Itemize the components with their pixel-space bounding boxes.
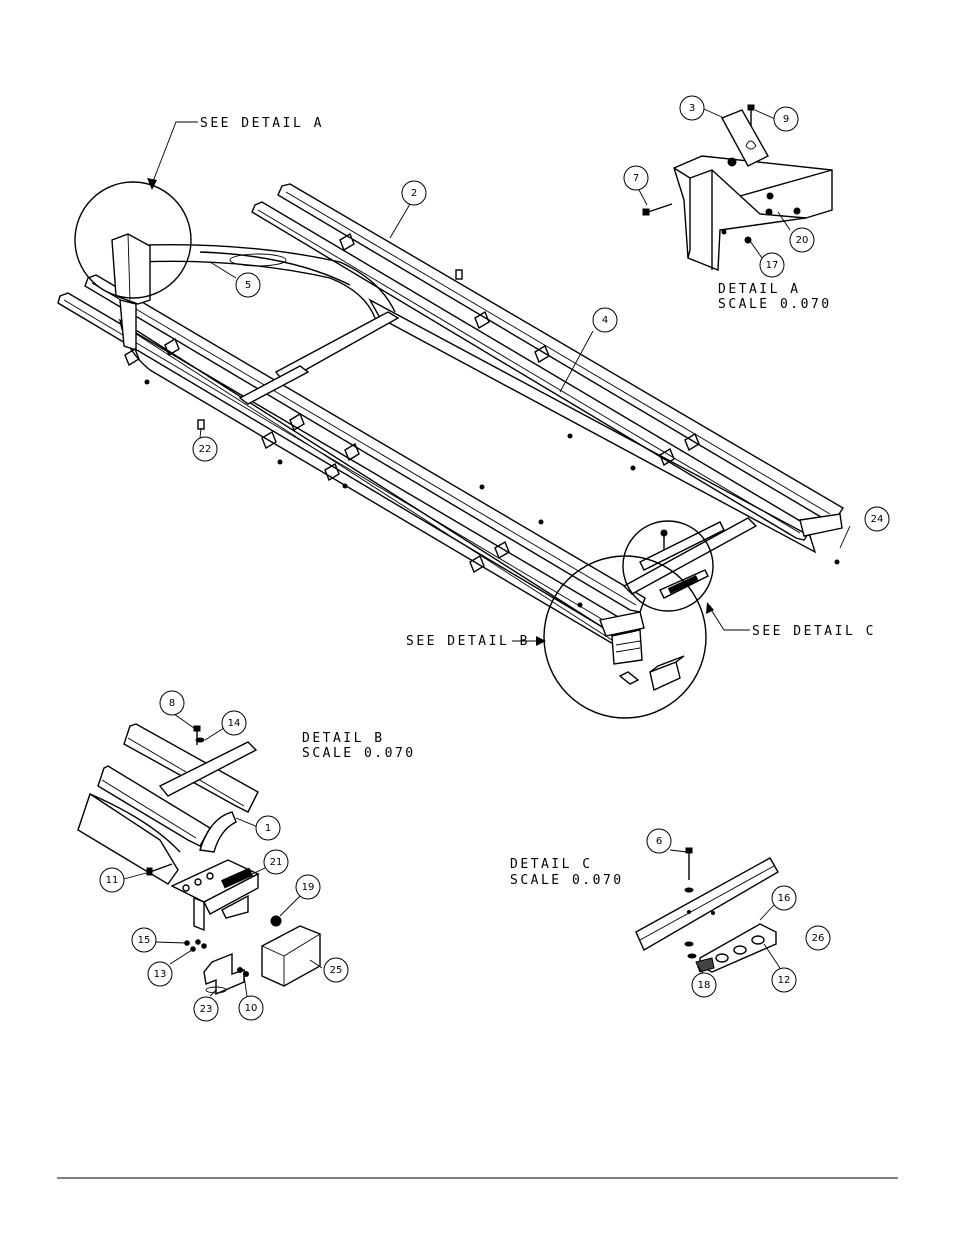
balloon-24: 24 [864,506,890,532]
balloon-23: 23 [193,996,219,1022]
balloon-2: 2 [401,180,427,206]
svg-text:DETAIL A: DETAIL A [718,282,801,297]
detail-c-label: DETAIL C SCALE 0.070 [510,857,624,888]
balloon-20: 20 [789,227,815,253]
svg-text:12: 12 [778,975,791,986]
balloon-22: 22 [192,436,218,462]
balloon-25: 25 [323,957,349,983]
main-frame-assembly [57,183,844,691]
detail-a-circle [74,181,192,299]
svg-text:4: 4 [602,315,608,326]
svg-text:11: 11 [106,875,119,886]
detail-b-label: DETAIL B SCALE 0.070 [302,731,416,761]
balloon-8: 8 [159,690,185,716]
bunk-brackets [124,232,700,574]
balloon-3: 3 [679,95,705,121]
svg-text:19: 19 [302,882,315,893]
svg-text:26: 26 [812,933,825,944]
svg-text:22: 22 [199,444,212,455]
balloon-17: 17 [759,252,785,278]
svg-text:DETAIL B: DETAIL B [302,731,385,746]
balloon-12: 12 [771,967,797,993]
detail-b-circle [543,555,707,719]
balloon-9: 9 [773,106,799,132]
see-detail-b-callout: SEE DETAIL B [406,634,546,649]
svg-text:3: 3 [689,103,695,114]
svg-text:1: 1 [265,823,271,834]
detail-c-circle [622,520,714,612]
detail-b-drawing: DETAIL B SCALE 0.070 [77,723,416,996]
svg-text:16: 16 [778,893,791,904]
svg-text:SCALE 0.070: SCALE 0.070 [510,873,624,888]
see-detail-a-callout: SEE DETAIL A [147,116,324,190]
detail-c-drawing: DETAIL C SCALE 0.070 [510,847,779,973]
svg-text:21: 21 [270,857,283,868]
svg-text:SEE DETAIL A: SEE DETAIL A [200,116,324,131]
svg-text:10: 10 [245,1003,258,1014]
balloon-1: 1 [255,815,281,841]
see-detail-c-callout: SEE DETAIL C [706,602,876,639]
svg-text:DETAIL C: DETAIL C [510,857,593,872]
svg-text:SEE DETAIL B: SEE DETAIL B [406,634,530,649]
svg-text:9: 9 [783,114,789,125]
svg-text:18: 18 [698,980,711,991]
balloon-19: 19 [295,874,321,900]
svg-text:15: 15 [138,935,151,946]
balloon-5: 5 [235,272,261,298]
detail-a-label: DETAIL A SCALE 0.070 [718,282,832,312]
svg-text:13: 13 [154,969,167,980]
svg-text:SCALE 0.070: SCALE 0.070 [302,746,416,761]
svg-text:23: 23 [200,1004,213,1015]
balloon-16: 16 [771,885,797,911]
balloon-10: 10 [238,995,264,1021]
balloon-11: 11 [99,867,125,893]
detail-a-drawing: DETAIL A SCALE 0.070 [642,104,833,312]
svg-text:SEE DETAIL C: SEE DETAIL C [752,624,876,639]
balloon-21: 21 [263,849,289,875]
balloon-26: 26 [805,925,831,951]
svg-text:25: 25 [330,965,343,976]
balloon-18: 18 [691,972,717,998]
svg-text:20: 20 [796,235,809,246]
svg-text:17: 17 [766,260,779,271]
svg-text:5: 5 [245,280,251,291]
svg-text:2: 2 [411,188,417,199]
svg-text:14: 14 [228,718,241,729]
fastener-dots [144,379,840,608]
balloon-7: 7 [623,165,649,191]
svg-text:8: 8 [169,698,175,709]
svg-text:24: 24 [871,514,884,525]
balloon-14: 14 [221,710,247,736]
balloon-6: 6 [646,828,672,854]
balloon-13: 13 [147,961,173,987]
svg-text:6: 6 [656,836,662,847]
balloon-4: 4 [592,307,618,333]
svg-text:SCALE 0.070: SCALE 0.070 [718,297,832,312]
balloon-15: 15 [131,927,157,953]
svg-text:7: 7 [633,173,639,184]
